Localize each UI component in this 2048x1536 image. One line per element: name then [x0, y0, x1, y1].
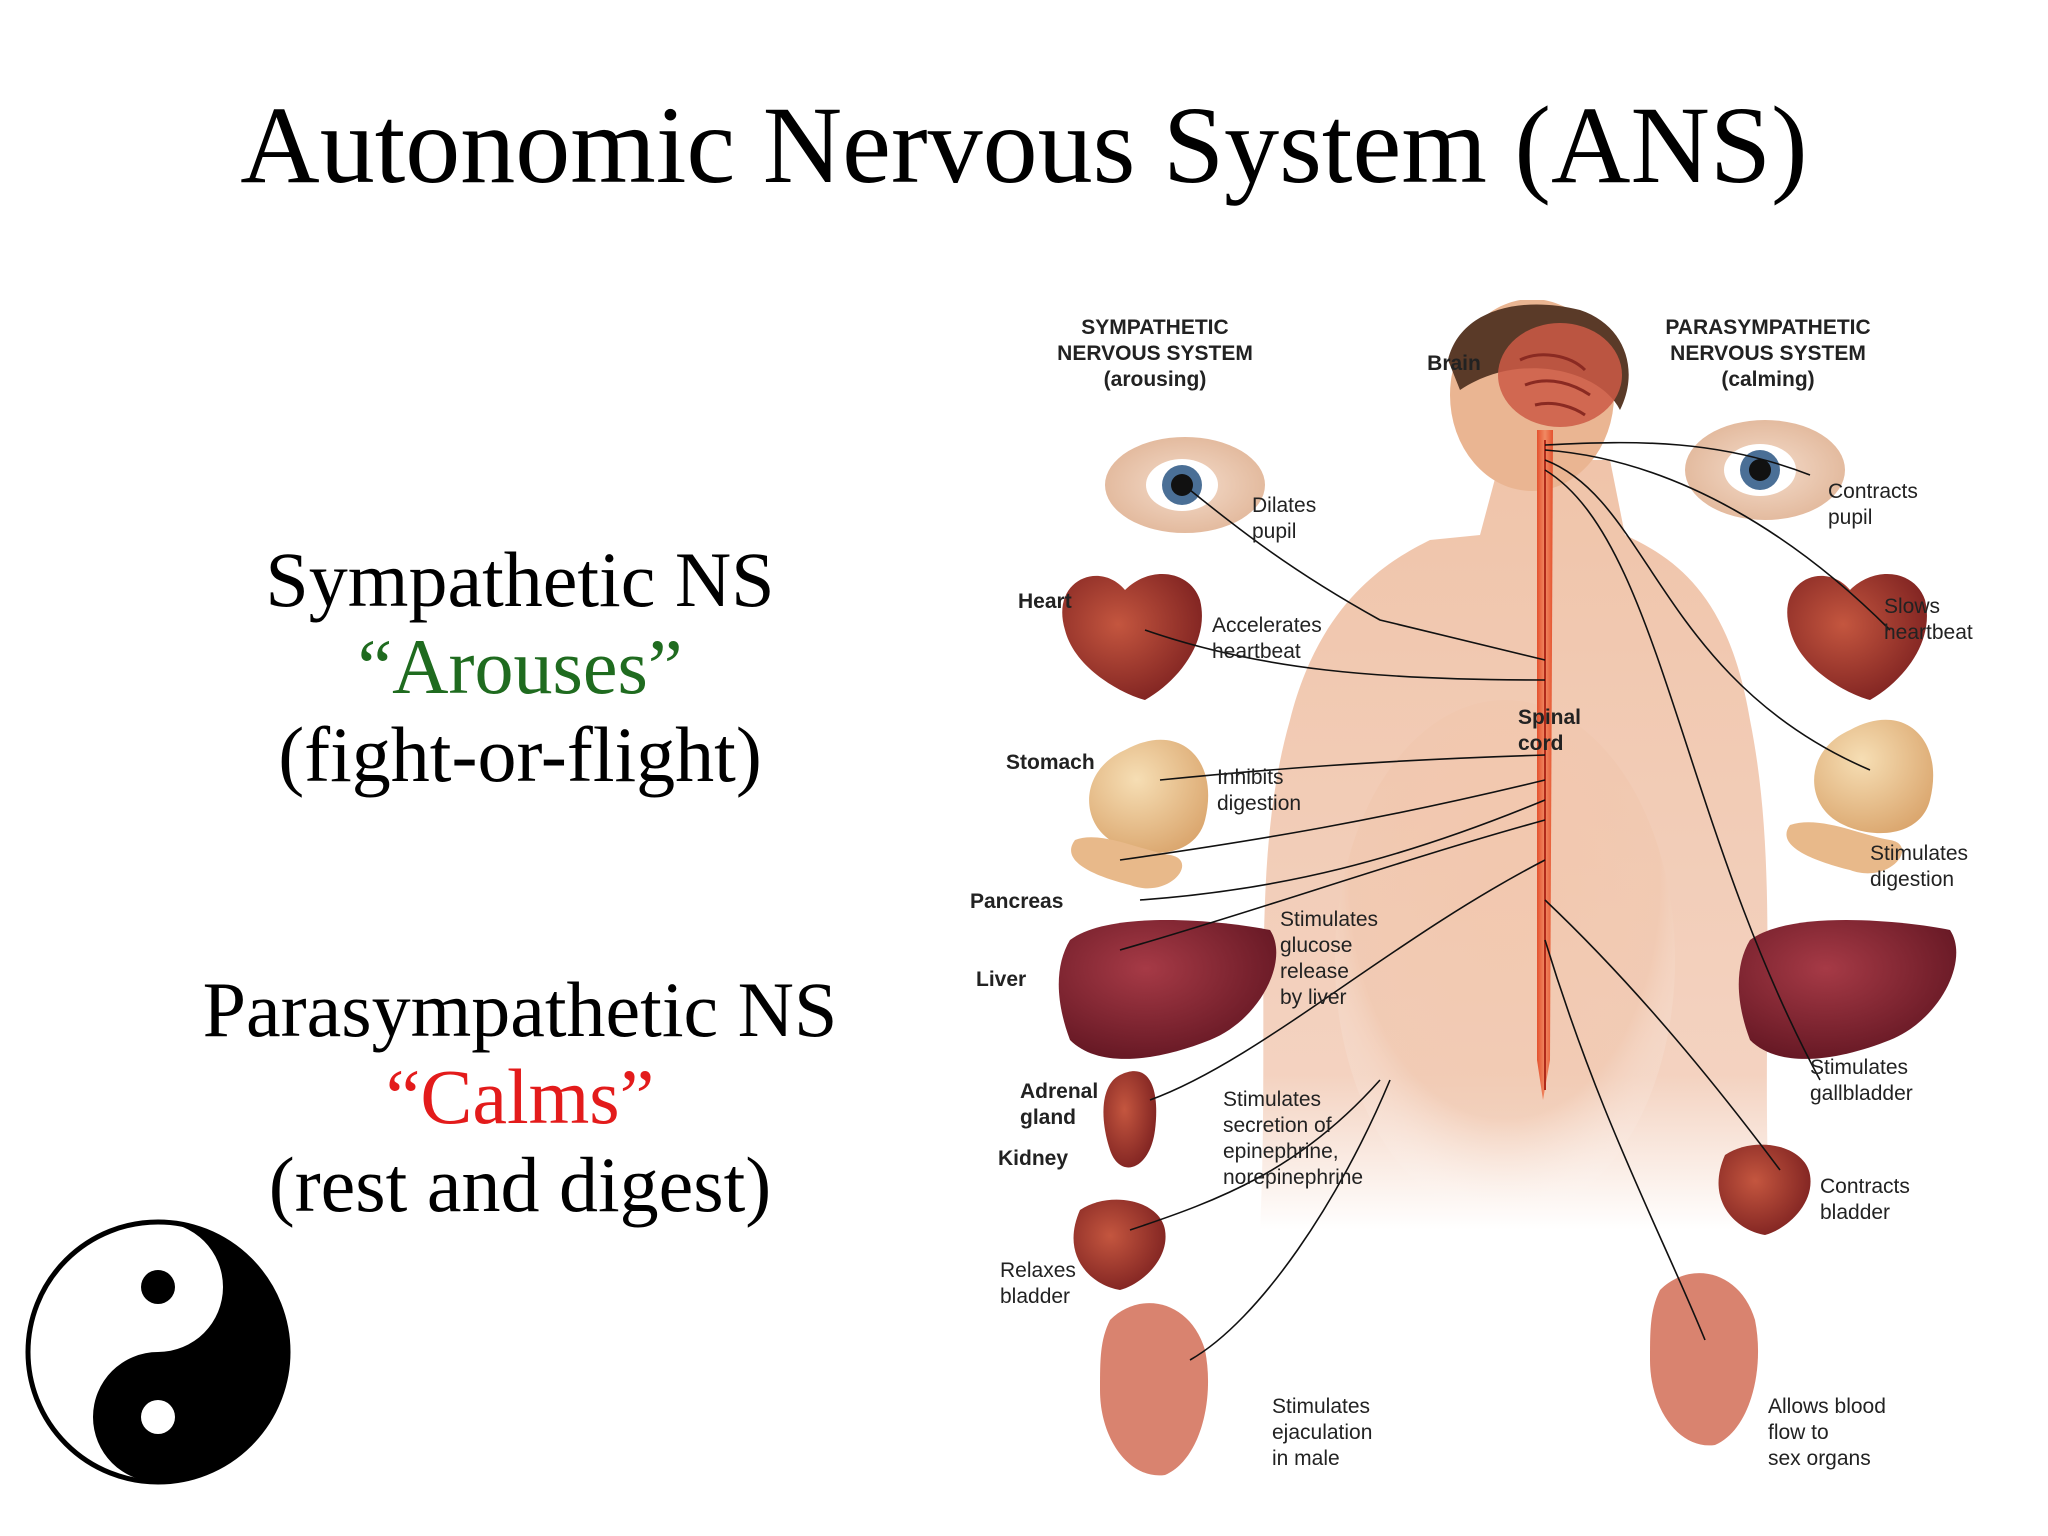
sex-organ-left — [1100, 1303, 1209, 1476]
para-stomach-1: Stimulates — [1870, 842, 1968, 865]
para-header-3: (calming) — [1721, 368, 1814, 391]
symp-heart-1: Accelerates — [1212, 614, 1322, 637]
symp-header-2: NERVOUS SYSTEM — [1057, 342, 1253, 365]
sympathetic-summary: Sympathetic NS “Arouses” (fight-or-fligh… — [0, 536, 1040, 798]
para-sex-3: sex organs — [1768, 1447, 1871, 1470]
para-sex-1: Allows blood — [1768, 1395, 1886, 1418]
parasympathetic-summary: Parasympathetic NS “Calms” (rest and dig… — [0, 966, 1040, 1228]
para-header-1: PARASYMPATHETIC — [1665, 316, 1870, 339]
parasympathetic-organs — [1650, 420, 1957, 1446]
symp-adrenal-2: secretion of — [1223, 1114, 1332, 1137]
sympathetic-action: “Arouses” — [357, 623, 683, 711]
symp-liver-1: Stimulates — [1280, 908, 1378, 931]
spinal-cord-label-2: cord — [1518, 732, 1564, 755]
human-body — [1260, 300, 1770, 1230]
sympathetic-nickname: (fight-or-flight) — [278, 710, 762, 798]
para-gallbladder-2: gallbladder — [1810, 1082, 1913, 1105]
symp-eye-2: pupil — [1252, 520, 1296, 543]
kidney-label: Kidney — [998, 1147, 1068, 1170]
para-eye-1: Contracts — [1828, 480, 1918, 503]
bladder-left — [1073, 1199, 1166, 1290]
liver-label: Liver — [976, 968, 1026, 991]
symp-liver-3: release — [1280, 960, 1349, 983]
yin-yang-icon — [25, 1219, 291, 1485]
spinal-cord-label-1: Spinal — [1518, 706, 1581, 729]
stomach-label: Stomach — [1006, 751, 1095, 774]
stomach-right — [1814, 719, 1934, 834]
adrenal-label-1: Adrenal — [1020, 1080, 1098, 1103]
parasympathetic-action: “Calms” — [385, 1053, 655, 1141]
para-header-2: NERVOUS SYSTEM — [1670, 342, 1866, 365]
symp-adrenal-1: Stimulates — [1223, 1088, 1321, 1111]
liver-left — [1058, 920, 1277, 1059]
symp-sex-1: Stimulates — [1272, 1395, 1370, 1418]
para-stomach-2: digestion — [1870, 868, 1954, 891]
para-eye-2: pupil — [1828, 506, 1872, 529]
heart-label: Heart — [1018, 590, 1072, 613]
para-heart-2: heartbeat — [1884, 621, 1973, 644]
para-heart-1: Slows — [1884, 595, 1940, 618]
stomach-left — [1089, 739, 1209, 854]
page-title: Autonomic Nervous System (ANS) — [240, 84, 1808, 206]
kidney-left — [1103, 1071, 1157, 1168]
symp-heart-2: heartbeat — [1212, 640, 1301, 663]
sympathetic-header: SYMPATHETIC NERVOUS SYSTEM (arousing) — [1057, 316, 1253, 391]
symp-sex-2: ejaculation — [1272, 1421, 1372, 1444]
pancreas-label: Pancreas — [970, 890, 1063, 913]
symp-eye-1: Dilates — [1252, 494, 1316, 517]
heart-left — [1062, 573, 1202, 700]
symp-adrenal-3: epinephrine, — [1223, 1140, 1339, 1163]
spinal-cord — [1537, 430, 1553, 1100]
symp-stomach-1: Inhibits — [1217, 766, 1284, 789]
sympathetic-name: Sympathetic NS — [265, 536, 775, 623]
symp-sex-3: in male — [1272, 1447, 1340, 1470]
parasympathetic-header: PARASYMPATHETIC NERVOUS SYSTEM (calming) — [1665, 316, 1870, 391]
nerve-pathways — [1119, 441, 1891, 1361]
symp-stomach-2: digestion — [1217, 792, 1301, 815]
para-gallbladder-1: Stimulates — [1810, 1056, 1908, 1079]
ans-diagram: SYMPATHETIC NERVOUS SYSTEM (arousing) PA… — [970, 300, 1973, 1476]
bladder-right — [1718, 1144, 1811, 1235]
symp-liver-2: glucose — [1280, 934, 1352, 957]
adrenal-label-2: gland — [1020, 1106, 1076, 1129]
brain-label: Brain — [1427, 352, 1481, 375]
symp-header-3: (arousing) — [1104, 368, 1207, 391]
para-bladder-1: Contracts — [1820, 1175, 1910, 1198]
para-bladder-2: bladder — [1820, 1201, 1890, 1224]
heart-right — [1787, 573, 1927, 700]
symp-liver-4: by liver — [1280, 986, 1347, 1009]
sex-organ-right — [1650, 1273, 1759, 1446]
symp-adrenal-4: norepinephrine — [1223, 1166, 1363, 1189]
symp-header-1: SYMPATHETIC — [1081, 316, 1228, 339]
symp-bladder-1: Relaxes — [1000, 1259, 1076, 1282]
parasympathetic-nickname: (rest and digest) — [268, 1140, 772, 1228]
liver-right — [1738, 920, 1957, 1059]
parasympathetic-name: Parasympathetic NS — [202, 966, 838, 1053]
symp-bladder-2: bladder — [1000, 1285, 1070, 1308]
para-sex-2: flow to — [1768, 1421, 1829, 1444]
sympathetic-organs — [1058, 437, 1277, 1476]
